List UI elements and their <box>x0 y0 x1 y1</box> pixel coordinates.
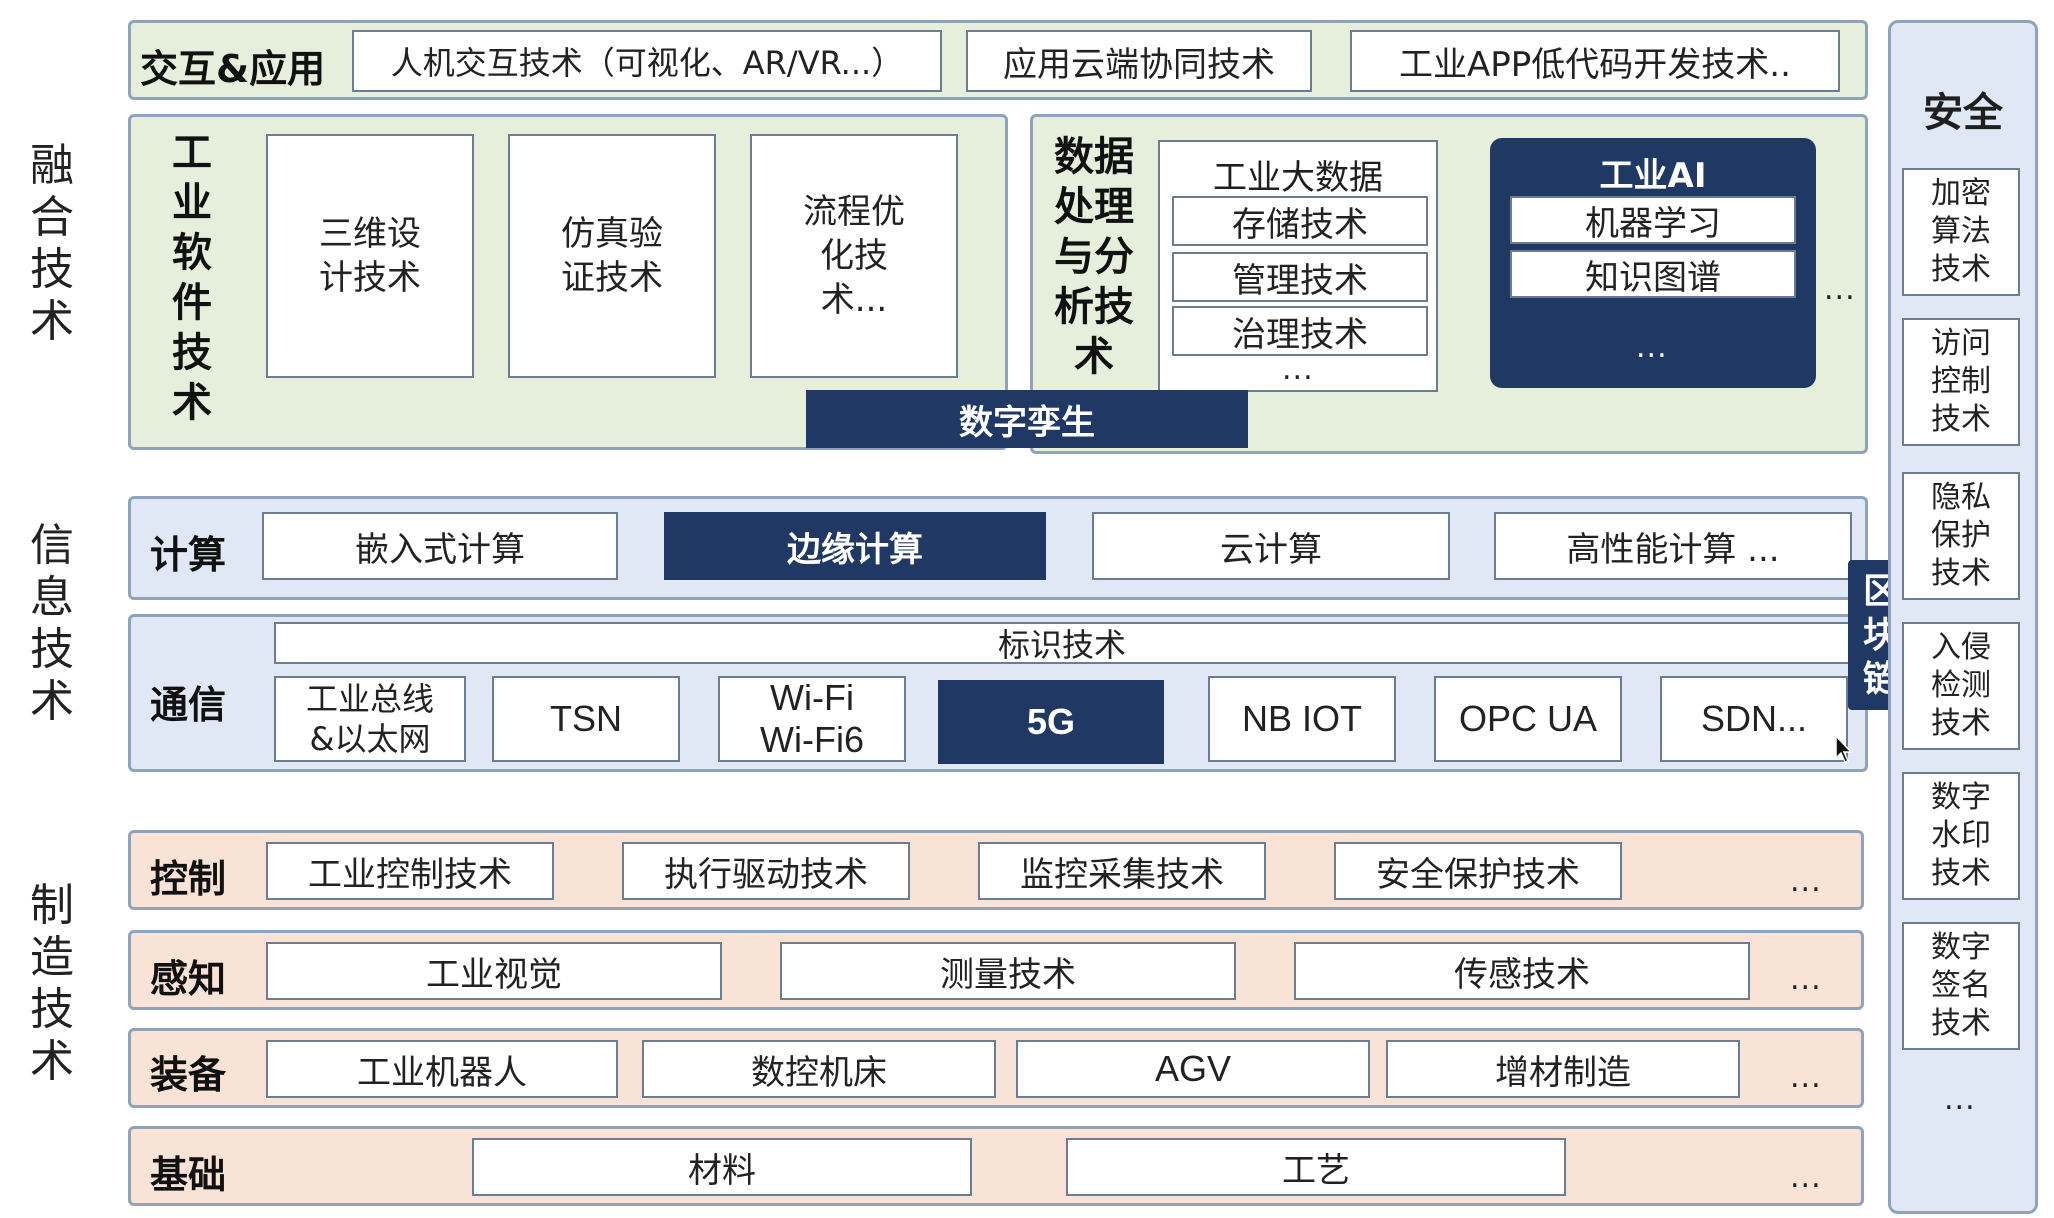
comm-opc-ua: OPC UA <box>1434 676 1622 762</box>
side-label-fusion: 融合技术 <box>30 140 74 347</box>
interaction-item-cloud: 应用云端协同技术 <box>966 30 1312 92</box>
comm-sdn: SDN... <box>1660 676 1848 762</box>
industrial-software-label: 工业软件技术 <box>172 130 212 426</box>
perception-more: ... <box>1790 962 1822 997</box>
control-industrial: 工业控制技术 <box>266 842 554 900</box>
computing-cloud: 云计算 <box>1092 512 1450 580</box>
interaction-item-lowcode: 工业APP低代码开发技术.. <box>1350 30 1840 92</box>
equipment-more: ... <box>1790 1060 1822 1095</box>
side-label-info: 信息技术 <box>30 520 74 727</box>
control-more: ... <box>1790 864 1822 899</box>
comm-nb-iot: NB IOT <box>1208 676 1396 762</box>
data-processing-more: ... <box>1824 272 1856 307</box>
security-signature: 数字签名技术 <box>1902 922 2020 1050</box>
big-data-storage: 存储技术 <box>1172 196 1428 246</box>
comm-wifi: Wi-Fi Wi-Fi6 <box>718 676 906 762</box>
identification-technology: 标识技术 <box>274 622 1850 664</box>
big-data-management: 管理技术 <box>1172 252 1428 302</box>
security-privacy: 隐私保护技术 <box>1902 472 2020 600</box>
security-more: ... <box>1944 1082 1976 1117</box>
equipment-agv: AGV <box>1016 1040 1370 1098</box>
ai-machine-learning: 机器学习 <box>1510 196 1796 244</box>
data-processing-label: 数据处理与分析技术 <box>1054 134 1134 380</box>
computing-embedded: 嵌入式计算 <box>262 512 618 580</box>
foundation-band <box>128 1126 1864 1206</box>
comm-5g: 5G <box>938 680 1164 764</box>
comm-tsn: TSN <box>492 676 680 762</box>
ai-knowledge-graph: 知识图谱 <box>1510 250 1796 298</box>
equipment-label: 装备 <box>150 1053 227 1097</box>
interaction-label: 交互&应用 <box>140 47 326 91</box>
perception-label: 感知 <box>150 957 227 1001</box>
foundation-more: ... <box>1790 1160 1822 1195</box>
perception-measurement: 测量技术 <box>780 942 1236 1000</box>
equipment-robot: 工业机器人 <box>266 1040 618 1098</box>
industrial-ai-more: ... <box>1636 330 1668 365</box>
software-item-process: 流程优化技术... <box>750 134 958 378</box>
big-data-more: ... <box>1282 352 1314 387</box>
control-drive: 执行驱动技术 <box>622 842 910 900</box>
software-item-3d: 三维设计技术 <box>266 134 474 378</box>
equipment-cnc: 数控机床 <box>642 1040 996 1098</box>
industrial-ai-title: 工业AI <box>1599 156 1707 196</box>
computing-hpc: 高性能计算 ... <box>1494 512 1852 580</box>
foundation-materials: 材料 <box>472 1138 972 1196</box>
control-safety: 安全保护技术 <box>1334 842 1622 900</box>
security-watermark: 数字水印技术 <box>1902 772 2020 900</box>
control-label: 控制 <box>150 857 227 901</box>
security-encryption: 加密算法技术 <box>1902 168 2020 296</box>
software-item-simulation: 仿真验证技术 <box>508 134 716 378</box>
digital-twin-bar: 数字孪生 <box>806 390 1248 448</box>
interaction-item-hci: 人机交互技术（可视化、AR/VR...） <box>352 30 942 92</box>
computing-edge: 边缘计算 <box>664 512 1046 580</box>
security-title: 安全 <box>1923 90 2003 136</box>
comm-fieldbus-ethernet: 工业总线&以太网 <box>274 676 466 762</box>
mouse-cursor-icon <box>1835 734 1853 763</box>
equipment-additive: 增材制造 <box>1386 1040 1740 1098</box>
perception-sensing: 传感技术 <box>1294 942 1750 1000</box>
side-label-manufacturing: 制造技术 <box>30 880 74 1087</box>
security-access-control: 访问控制技术 <box>1902 318 2020 446</box>
big-data-governance: 治理技术 <box>1172 306 1428 356</box>
perception-vision: 工业视觉 <box>266 942 722 1000</box>
communication-label: 通信 <box>150 683 227 727</box>
foundation-label: 基础 <box>150 1153 227 1197</box>
computing-label: 计算 <box>150 533 227 577</box>
foundation-process: 工艺 <box>1066 1138 1566 1196</box>
security-intrusion-detection: 入侵检测技术 <box>1902 622 2020 750</box>
big-data-title: 工业大数据 <box>1213 158 1383 198</box>
control-monitoring: 监控采集技术 <box>978 842 1266 900</box>
